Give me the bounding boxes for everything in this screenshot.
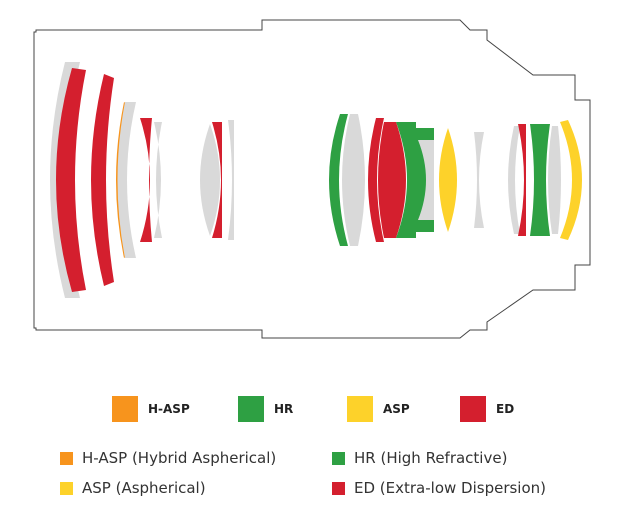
lens-element-11-hr <box>329 114 348 246</box>
legend-hr: HR (High Refractive) <box>332 447 507 469</box>
ed-legend-label: ED (Extra-low Dispersion) <box>354 479 547 497</box>
legend-asp: ASP (Aspherical) <box>60 477 206 499</box>
lens-element-18-plain <box>474 132 484 228</box>
asp-legend-label: ASP (Aspherical) <box>82 479 206 497</box>
lens-construction-diagram <box>33 19 591 339</box>
asp-legend-swatch <box>60 481 73 495</box>
hr-legend-swatch <box>332 451 345 465</box>
hr-chip-label: HR <box>274 402 294 416</box>
asp-swatch <box>347 396 373 422</box>
lens-element-20-ed <box>518 124 526 236</box>
lens-element-2-ed <box>56 68 86 292</box>
lens-element-7-plain <box>154 122 162 238</box>
lens-element-19-plain <box>508 126 520 234</box>
ed-legend-swatch <box>332 481 345 495</box>
lens-element-8-plain <box>200 124 220 236</box>
ed-chip-label: ED <box>496 402 515 416</box>
legend-h-asp: H-ASP (Hybrid Aspherical) <box>60 447 276 469</box>
lens-element-14-ed <box>378 122 406 238</box>
chip-legend-h-asp: H-ASP <box>112 396 190 422</box>
chip-legend-ed: ED <box>460 396 514 422</box>
h-asp-chip-label: H-ASP <box>148 402 190 416</box>
hr-legend-label: HR (High Refractive) <box>354 449 508 467</box>
lens-element-22-plain <box>548 126 561 234</box>
lens-element-6-ed <box>140 118 152 242</box>
chip-legend-asp: ASP <box>347 396 410 422</box>
lens-element-13-ed <box>368 118 384 242</box>
hr-swatch <box>238 396 264 422</box>
lens-element-4-h-asp <box>116 102 127 258</box>
asp-chip-label: ASP <box>383 402 410 416</box>
lens-element-5-plain <box>117 102 136 258</box>
h-asp-legend-label: H-ASP (Hybrid Aspherical) <box>82 449 277 467</box>
h-asp-legend-swatch <box>60 451 73 465</box>
lens-element-21-hr <box>530 124 550 236</box>
lens-element-23-asp <box>560 120 582 240</box>
lens-element-12-plain <box>342 114 365 246</box>
lens-element-17-asp <box>439 128 457 232</box>
legend-ed: ED (Extra-low Dispersion) <box>332 477 546 499</box>
lens-element-9-ed <box>212 122 222 238</box>
chip-legend-hr: HR <box>238 396 293 422</box>
ed-swatch <box>460 396 486 422</box>
lens-element-10-plain <box>228 120 234 240</box>
h-asp-swatch <box>112 396 138 422</box>
lens-element-16-plain <box>418 140 434 220</box>
lens-barrel-outline <box>33 19 591 339</box>
lens-element-3-ed <box>91 74 114 286</box>
